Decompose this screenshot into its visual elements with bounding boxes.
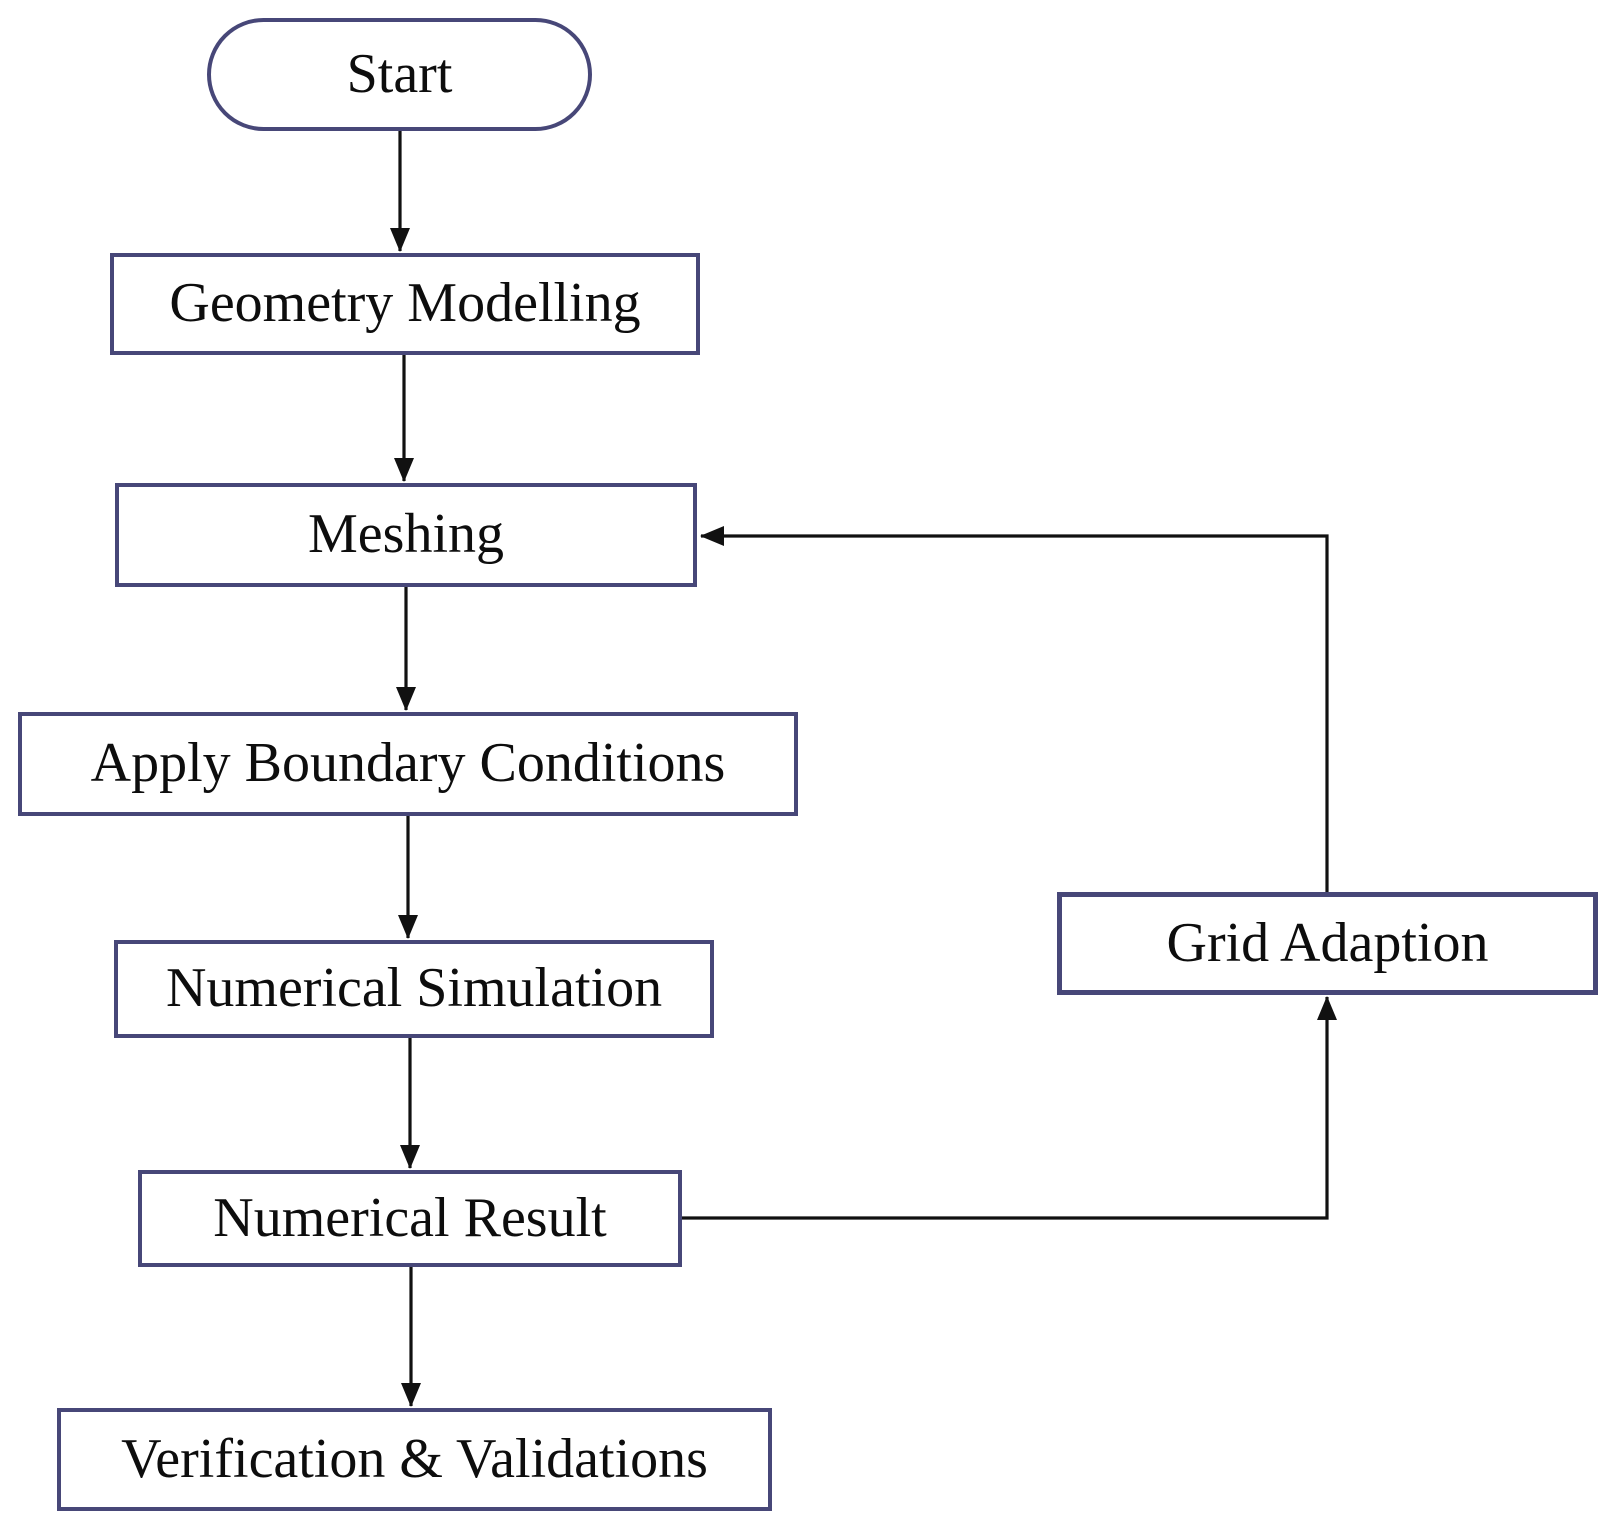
arrow-numerical-result-to-grid-adaption — [682, 996, 1337, 1220]
arrow-grid-adaption-to-meshing — [700, 526, 1329, 892]
node-verification-validations-label: Verification & Validations — [121, 1427, 708, 1490]
node-numerical-simulation: Numerical Simulation — [114, 940, 714, 1038]
node-grid-adaption-label: Grid Adaption — [1166, 911, 1489, 974]
node-numerical-result-label: Numerical Result — [213, 1186, 607, 1249]
node-verification-validations: Verification & Validations — [57, 1408, 772, 1511]
node-apply-boundary-conditions: Apply Boundary Conditions — [18, 712, 798, 816]
node-grid-adaption: Grid Adaption — [1057, 892, 1598, 995]
node-geometry-modelling-label: Geometry Modelling — [169, 272, 641, 335]
node-geometry-modelling: Geometry Modelling — [110, 253, 700, 355]
node-start: Start — [207, 18, 592, 131]
node-meshing: Meshing — [115, 483, 697, 587]
node-numerical-result: Numerical Result — [138, 1170, 682, 1267]
node-start-label: Start — [346, 42, 453, 105]
node-meshing-label: Meshing — [308, 503, 504, 566]
node-apply-boundary-conditions-label: Apply Boundary Conditions — [90, 732, 726, 795]
node-numerical-simulation-label: Numerical Simulation — [165, 957, 663, 1020]
